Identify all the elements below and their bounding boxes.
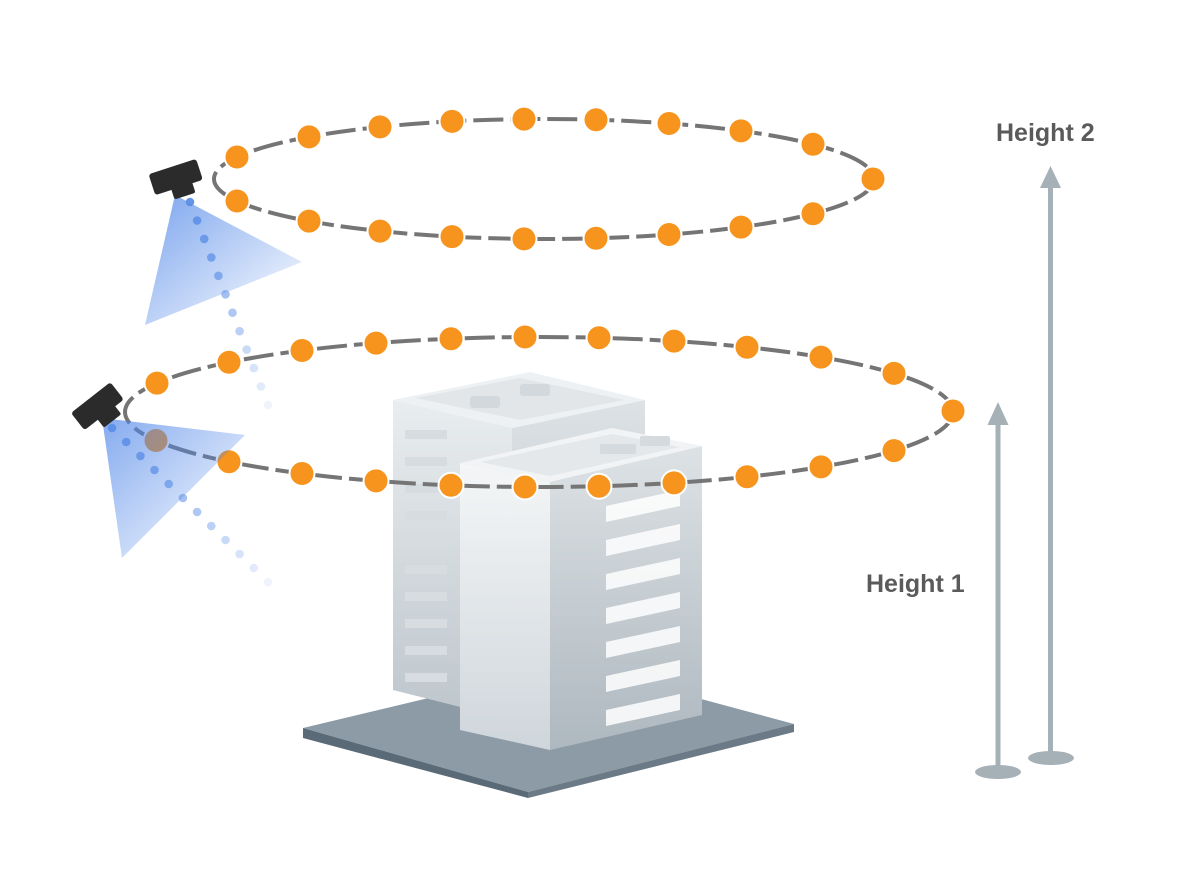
waypoint xyxy=(733,333,761,361)
waypoint xyxy=(438,107,466,135)
office-building-icon xyxy=(393,372,702,750)
waypoint xyxy=(859,165,887,193)
waypoint xyxy=(511,473,539,501)
waypoint xyxy=(807,453,835,481)
waypoint xyxy=(807,343,835,371)
height-1-label: Height 1 xyxy=(866,570,965,598)
waypoint xyxy=(362,329,390,357)
height-2-label: Height 2 xyxy=(996,119,1095,147)
waypoint xyxy=(437,325,465,353)
waypoint xyxy=(438,223,466,251)
waypoint xyxy=(362,467,390,495)
height-1-pole xyxy=(975,402,1021,779)
waypoint xyxy=(585,324,613,352)
waypoint xyxy=(143,369,171,397)
waypoint xyxy=(295,207,323,235)
drone-camera-icon xyxy=(72,383,273,587)
waypoint xyxy=(510,105,538,133)
waypoint xyxy=(660,469,688,497)
waypoint xyxy=(582,224,610,252)
waypoint xyxy=(660,327,688,355)
waypoint xyxy=(366,113,394,141)
waypoint xyxy=(215,348,243,376)
waypoint xyxy=(799,200,827,228)
waypoint xyxy=(288,460,316,487)
orbit-height-2 xyxy=(212,105,887,253)
waypoint xyxy=(223,143,251,171)
drone-camera-icon xyxy=(145,159,302,410)
waypoint xyxy=(880,437,908,465)
waypoint xyxy=(295,123,323,151)
waypoint xyxy=(510,225,538,253)
waypoint xyxy=(223,187,251,215)
waypoint xyxy=(727,213,755,241)
waypoint xyxy=(511,323,539,351)
waypoint xyxy=(727,117,755,145)
waypoint xyxy=(437,471,465,499)
waypoint xyxy=(733,463,761,491)
waypoint xyxy=(655,110,683,137)
waypoint xyxy=(799,130,827,158)
waypoint xyxy=(585,472,613,500)
waypoint xyxy=(366,217,394,245)
height-2-pole xyxy=(1028,166,1074,765)
orbit-height-1 xyxy=(123,323,967,501)
waypoint xyxy=(880,359,908,387)
waypoint xyxy=(288,337,316,364)
waypoint xyxy=(582,106,610,134)
waypoint xyxy=(939,397,967,425)
waypoint xyxy=(655,221,683,248)
